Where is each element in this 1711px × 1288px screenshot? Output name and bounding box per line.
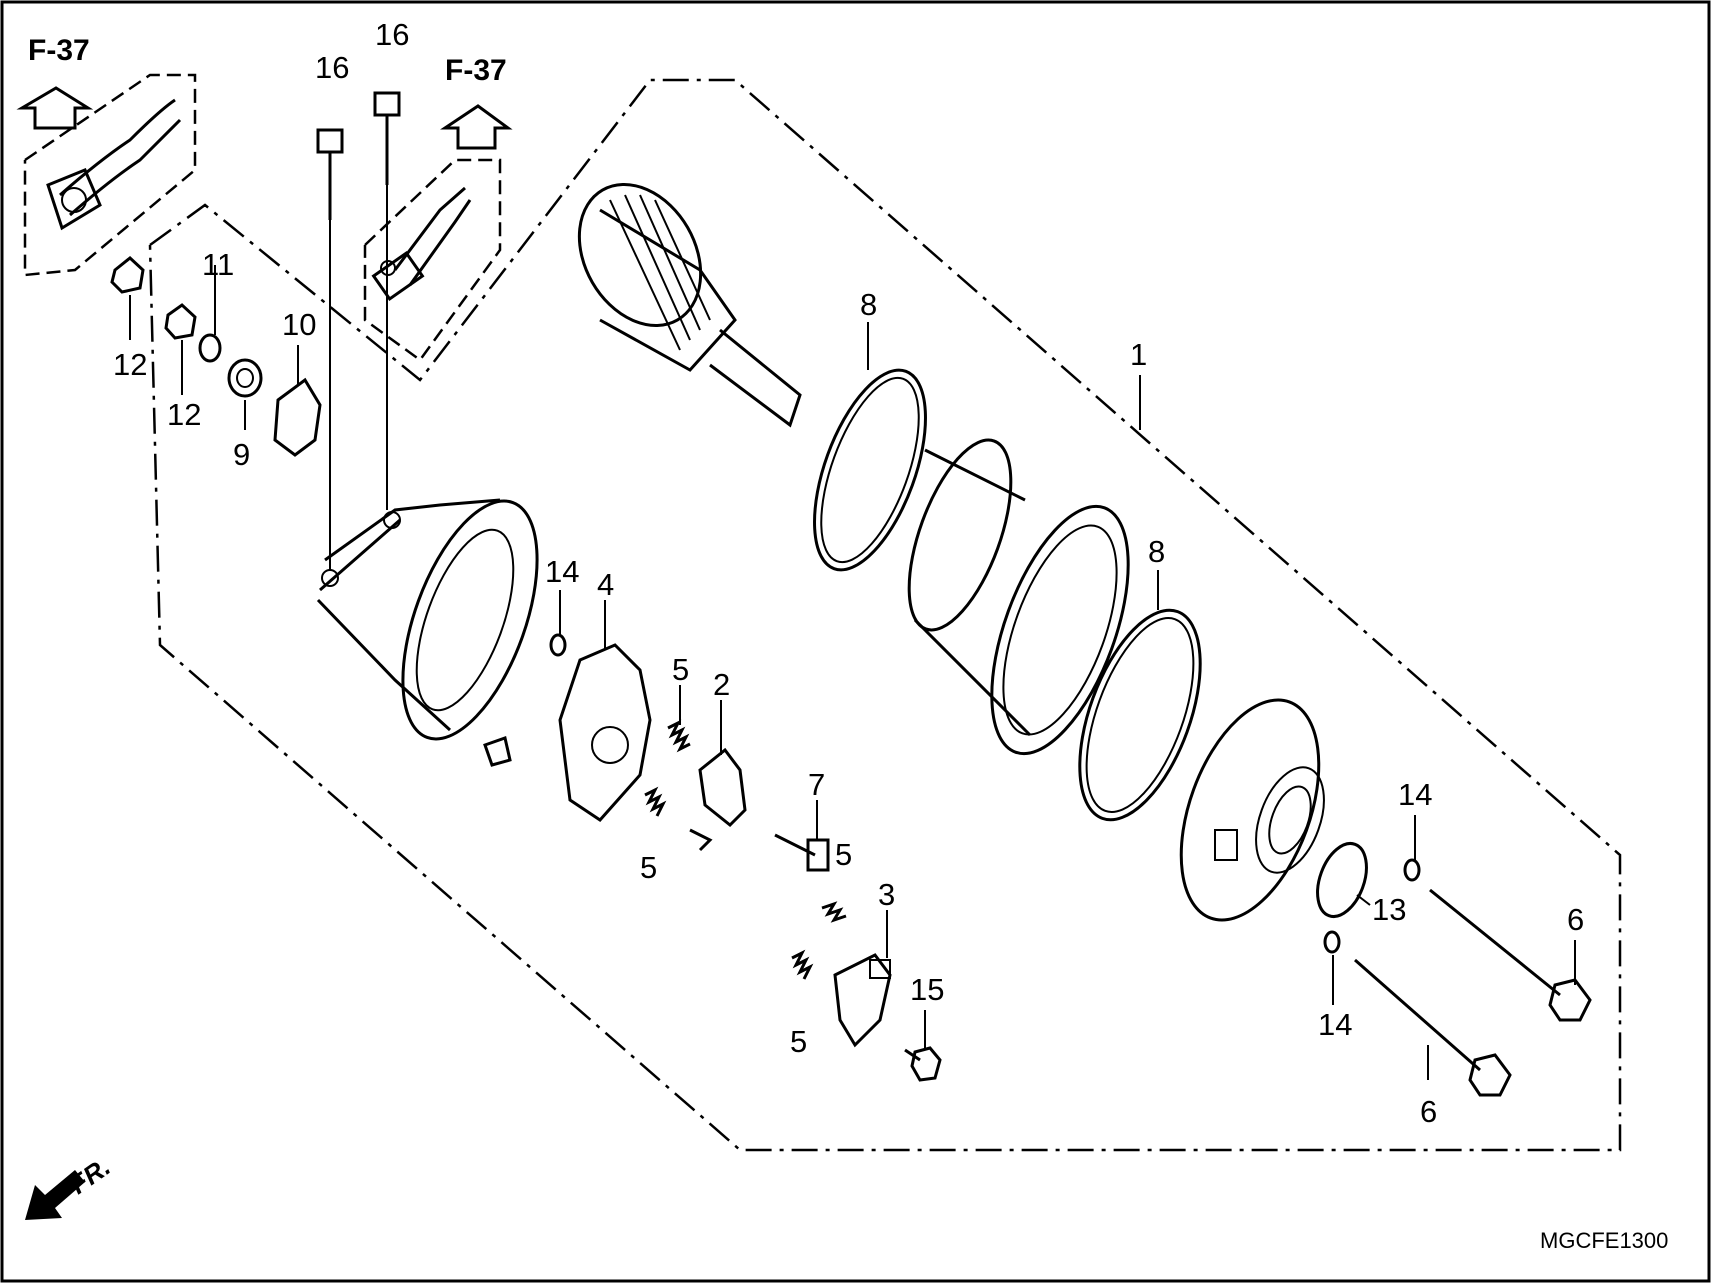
- brush-3: [833, 953, 892, 1048]
- callout-5-c: 5: [835, 837, 852, 872]
- clip-small: [483, 736, 512, 767]
- callout-15: 15: [910, 972, 944, 1007]
- o-ring-8a: [813, 368, 927, 572]
- callout-10: 10: [282, 307, 316, 342]
- rear-cover: [1179, 698, 1325, 922]
- ref-label-f37-right: F-37: [445, 54, 507, 87]
- callout-2: 2: [713, 667, 730, 702]
- callout-5-d: 5: [790, 1024, 807, 1059]
- nut-12a: [110, 256, 145, 294]
- callout-16-b: 16: [375, 17, 409, 52]
- callout-7: 7: [808, 767, 825, 802]
- callout-13: 13: [1372, 892, 1406, 927]
- bolt-16-right: [373, 91, 401, 510]
- spring-5d: [791, 949, 814, 980]
- washer-11: [198, 333, 222, 363]
- armature: [577, 182, 802, 428]
- callout-6-a: 6: [1567, 902, 1584, 937]
- terminal-detail-box: [363, 158, 502, 362]
- callout-9: 9: [233, 437, 250, 472]
- callout-1: 1: [1130, 337, 1147, 372]
- bolt-16-left: [316, 128, 344, 570]
- ref-arrow-left: [16, 86, 94, 130]
- o-ring-8b: [1078, 608, 1202, 822]
- o-ring-13: [1316, 842, 1368, 918]
- callout-14-c: 14: [1318, 1007, 1352, 1042]
- motor-yoke: [907, 438, 1130, 756]
- callout-14-b: 14: [1398, 777, 1432, 812]
- wire-detail-box: [23, 73, 197, 277]
- callout-12-b: 12: [167, 397, 201, 432]
- seal-9: [227, 358, 263, 398]
- callout-4: 4: [597, 567, 614, 602]
- washer-14b: [1403, 858, 1421, 882]
- front-direction-arrow: [25, 1170, 85, 1220]
- bushing-10: [273, 377, 322, 457]
- wire-connector: [46, 98, 182, 231]
- callout-5-b: 5: [640, 850, 657, 885]
- brush-holder-4: [558, 643, 652, 822]
- terminal-bolt-7: [774, 833, 830, 872]
- callout-8-b: 8: [1148, 534, 1165, 569]
- nut-12b: [164, 303, 197, 340]
- callout-16-a: 16: [315, 50, 349, 85]
- drawing-code: MGCFE1300: [1540, 1228, 1668, 1253]
- washer-14a: [549, 633, 567, 657]
- callout-8-a: 8: [860, 287, 877, 322]
- callout-5-a: 5: [672, 652, 689, 687]
- callout-3: 3: [878, 877, 895, 912]
- assembly-boundary: [148, 78, 1622, 1152]
- callout-12-a: 12: [113, 347, 147, 382]
- screw-15: [904, 1046, 942, 1082]
- washer-14c: [1323, 930, 1341, 954]
- callout-6-b: 6: [1420, 1094, 1437, 1129]
- spring-5c: [821, 901, 847, 923]
- long-bolt-6a: [1429, 888, 1592, 1022]
- long-bolt-6b: [1354, 958, 1512, 1097]
- callout-11: 11: [202, 247, 234, 282]
- terminal-cable: [371, 186, 472, 302]
- spring-5a: [667, 719, 691, 753]
- brush-2: [689, 747, 747, 852]
- ref-label-f37-left: F-37: [28, 34, 90, 67]
- ref-arrow-right: [440, 104, 513, 150]
- leader-lines: [129, 265, 1576, 1080]
- spring-5b: [644, 786, 667, 817]
- callout-14-a: 14: [545, 554, 579, 589]
- front-cover: [316, 498, 539, 741]
